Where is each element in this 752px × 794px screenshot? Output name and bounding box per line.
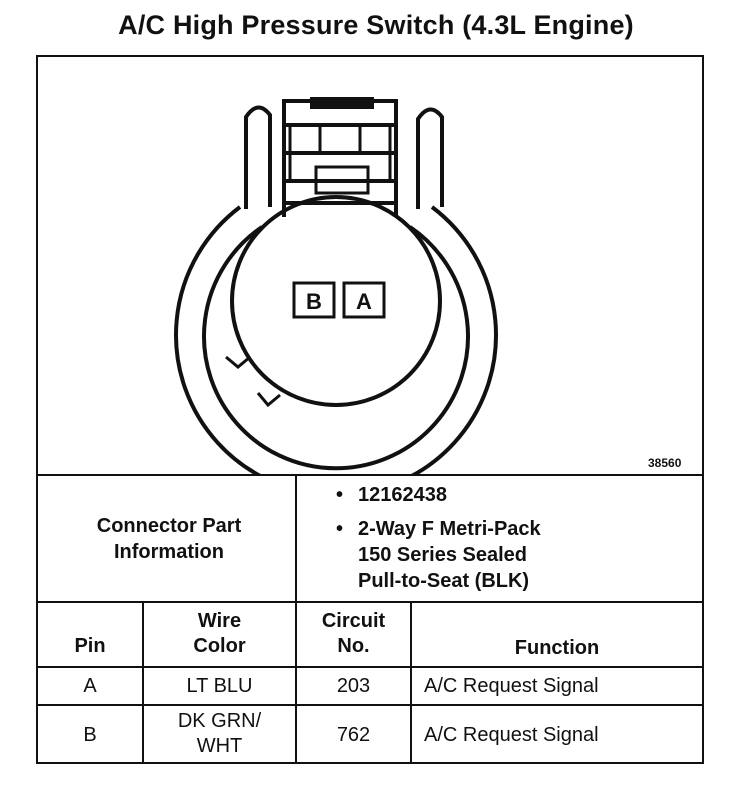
connector-part-info-label: Connector Part Information xyxy=(96,515,242,563)
connector-face xyxy=(230,195,442,407)
locking-tab xyxy=(310,97,374,109)
connector-inner-ring xyxy=(202,225,470,471)
column-header-pin: Pin xyxy=(74,635,106,657)
divider-line xyxy=(142,601,144,764)
connector-outer-ring xyxy=(174,205,498,475)
column-header-wire-color: Wire Color xyxy=(193,610,246,657)
divider-line xyxy=(295,474,297,764)
table-cell-circuit: 762 xyxy=(336,724,371,746)
table-cell-wire-color: DK GRN/ WHT xyxy=(177,710,262,757)
left-latch-arm xyxy=(244,105,272,209)
pin-cavity-b xyxy=(292,281,336,319)
divider-line xyxy=(36,704,704,706)
table-cell-function: A/C Request Signal xyxy=(424,675,599,697)
divider-line xyxy=(36,474,704,476)
locking-tab-housing xyxy=(282,99,398,217)
pin-cavity-a xyxy=(342,281,386,319)
table-cell-circuit: 203 xyxy=(336,675,371,697)
table-cell-pin: A xyxy=(83,675,97,697)
divider-line xyxy=(410,601,412,764)
bullet-icon: • xyxy=(336,518,344,540)
bullet-icon: • xyxy=(336,484,344,506)
list-item: • 2-Way F Metri-Pack 150 Series Sealed P… xyxy=(336,516,698,594)
table-cell-wire-color: LT BLU xyxy=(186,675,253,697)
table-cell-function: A/C Request Signal xyxy=(424,724,599,746)
part-number: 12162438 xyxy=(358,484,447,506)
right-latch-arm xyxy=(416,107,444,209)
divider-line xyxy=(36,666,704,668)
pin-label-b: B xyxy=(306,289,322,314)
connector-description: 2-Way F Metri-Pack 150 Series Sealed Pul… xyxy=(358,518,541,592)
connector-part-info-list: • 12162438 • 2-Way F Metri-Pack 150 Seri… xyxy=(336,482,698,602)
list-item: • 12162438 xyxy=(336,482,698,508)
divider-line xyxy=(36,601,704,603)
keyway-notch xyxy=(225,355,251,369)
figure-number: 38560 xyxy=(648,456,682,470)
table-cell-pin: B xyxy=(83,724,97,746)
connector-info-frame xyxy=(36,55,704,764)
pin-label-a: A xyxy=(356,289,372,314)
page-title: A/C High Pressure Switch (4.3L Engine) xyxy=(118,10,634,40)
column-header-function: Function xyxy=(514,637,600,659)
keyway-notch xyxy=(256,392,281,408)
column-header-circuit: Circuit No. xyxy=(321,610,386,657)
connector-diagram: B A xyxy=(174,97,498,475)
